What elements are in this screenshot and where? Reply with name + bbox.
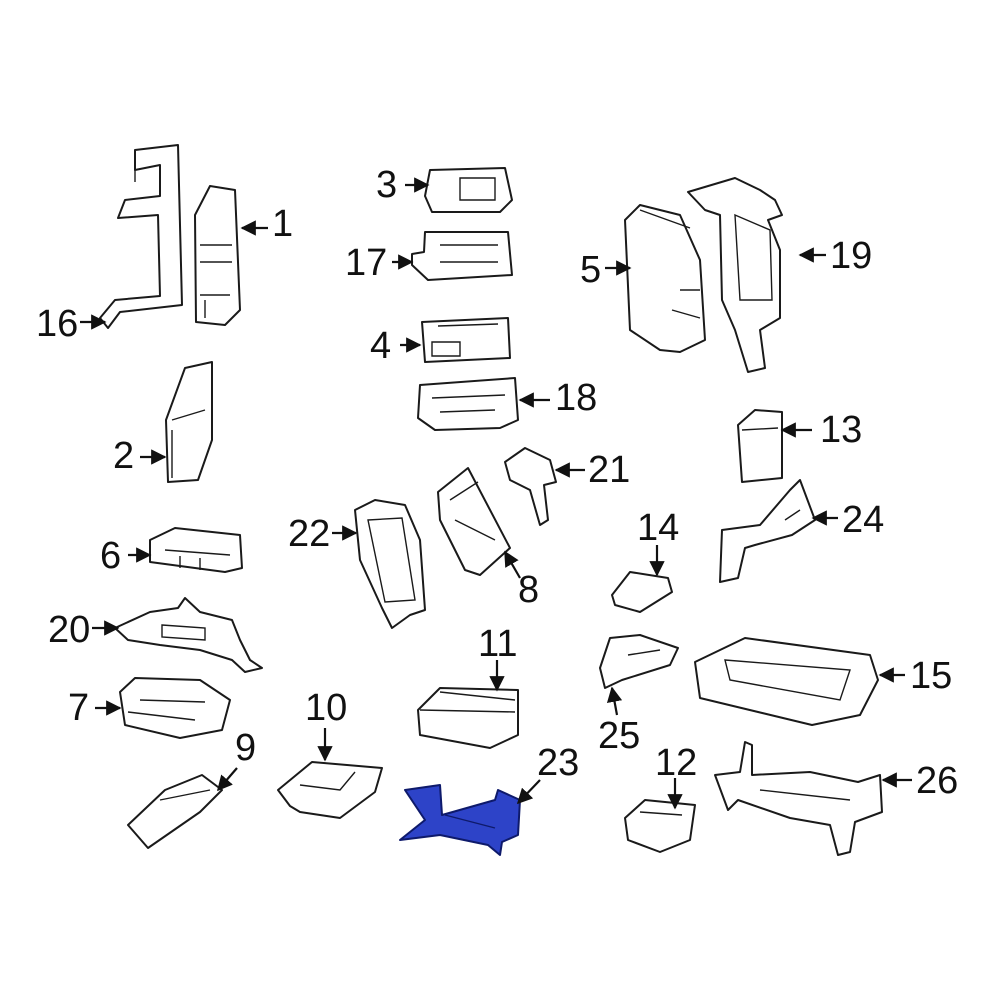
part-22-bracket[interactable] — [354, 499, 426, 629]
part-14-module[interactable] — [611, 571, 673, 613]
callout-18: 18 — [555, 377, 597, 419]
part-24-bracket[interactable] — [719, 479, 816, 583]
part-8-module[interactable] — [437, 467, 511, 576]
part-11-module[interactable] — [417, 687, 519, 749]
part-9-module[interactable] — [127, 774, 223, 849]
callout-23: 23 — [537, 742, 579, 784]
part-21-bracket[interactable] — [504, 447, 557, 526]
callout-22: 22 — [288, 513, 330, 555]
part-17-module[interactable] — [411, 231, 513, 281]
callout-8: 8 — [518, 569, 539, 611]
callout-5: 5 — [580, 249, 601, 291]
callout-2: 2 — [113, 435, 134, 477]
part-12-module[interactable] — [624, 799, 696, 853]
callout-24: 24 — [842, 499, 884, 541]
part-25-bracket[interactable] — [599, 634, 679, 689]
callout-11: 11 — [478, 623, 517, 665]
callout-26: 26 — [916, 760, 958, 802]
callout-9: 9 — [235, 727, 256, 769]
part-3-module[interactable] — [424, 167, 513, 213]
part-23-bracket-highlighted[interactable] — [399, 784, 521, 856]
part-1-module[interactable] — [194, 185, 241, 326]
callout-16: 16 — [36, 303, 78, 345]
callout-3: 3 — [376, 164, 397, 206]
part-2-module[interactable] — [165, 361, 213, 483]
callout-4: 4 — [370, 325, 391, 367]
callout-21: 21 — [588, 449, 630, 491]
part-26-bracket[interactable] — [714, 741, 883, 856]
callout-12: 12 — [655, 742, 697, 784]
callout-10: 10 — [305, 687, 347, 729]
callout-17: 17 — [345, 242, 387, 284]
part-6-module[interactable] — [149, 527, 243, 573]
callout-13: 13 — [820, 409, 862, 451]
callout-6: 6 — [100, 535, 121, 577]
callout-25: 25 — [598, 715, 640, 757]
part-16-bracket[interactable] — [99, 144, 183, 329]
part-15-module[interactable] — [694, 637, 879, 726]
part-18-bracket[interactable] — [417, 377, 519, 431]
callout-numbers: 1 2 3 4 5 6 7 8 9 10 11 12 13 14 15 16 1… — [36, 164, 958, 802]
callout-1: 1 — [272, 203, 293, 245]
part-20-bracket[interactable] — [114, 597, 263, 673]
callout-7: 7 — [68, 687, 89, 729]
part-19-bracket[interactable] — [687, 177, 783, 373]
callout-14: 14 — [637, 507, 679, 549]
leader-lines — [80, 177, 912, 810]
callout-20: 20 — [48, 609, 90, 651]
part-5-module[interactable] — [624, 204, 706, 353]
part-10-module[interactable] — [277, 761, 383, 819]
part-4-module[interactable] — [421, 317, 511, 363]
part-13-module[interactable] — [737, 409, 783, 483]
callout-19: 19 — [830, 235, 872, 277]
part-7-module[interactable] — [119, 677, 231, 739]
callout-15: 15 — [910, 655, 952, 697]
